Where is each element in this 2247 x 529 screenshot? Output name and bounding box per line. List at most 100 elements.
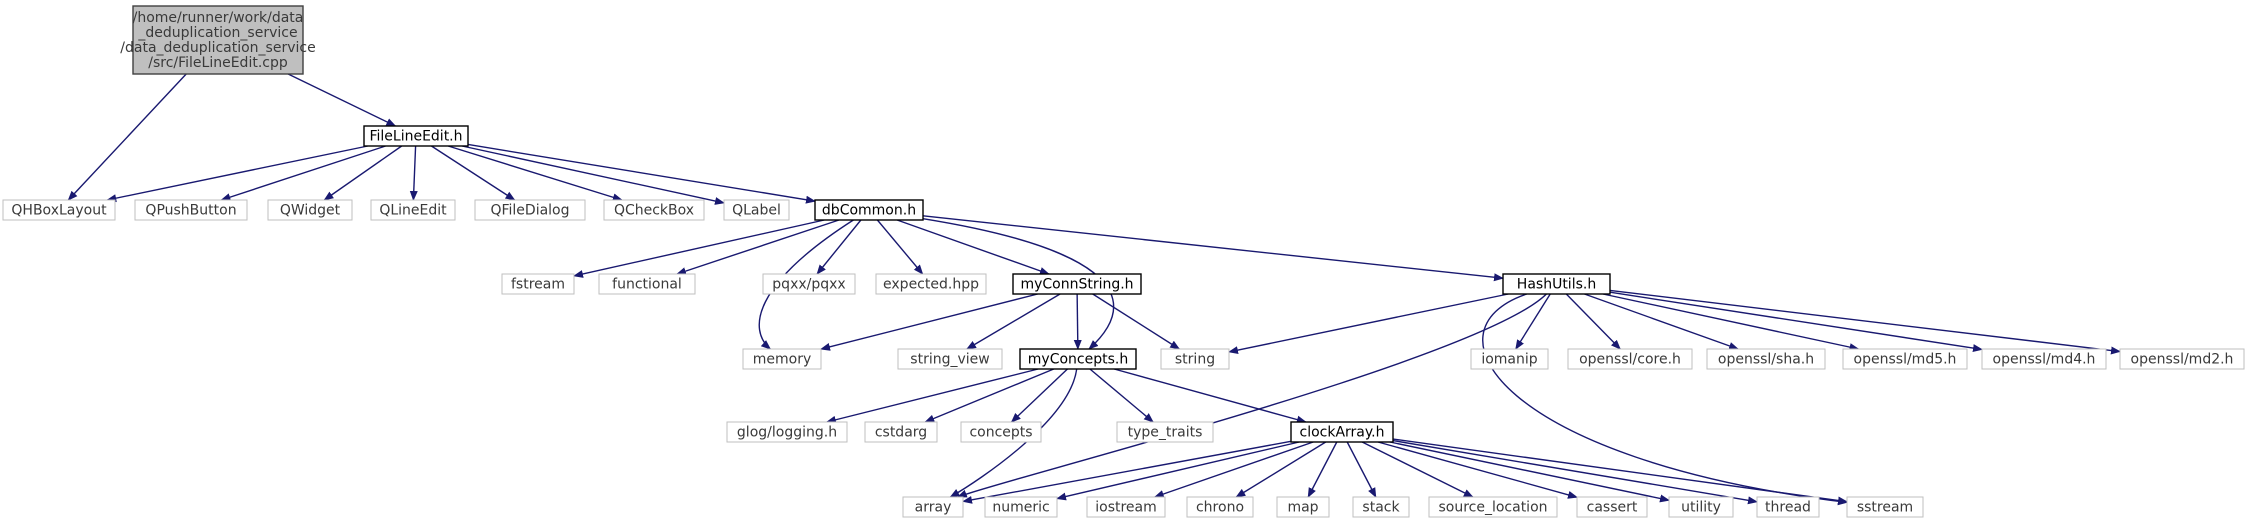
node-filelineedit-h[interactable]: FileLineEdit.h <box>363 125 469 147</box>
node-label: QHBoxLayout <box>11 203 107 219</box>
node-box <box>1706 348 1826 370</box>
node-stack: stack <box>1352 496 1410 518</box>
edge-filelineedit-h-to-qpushbutton <box>220 145 386 201</box>
node-box <box>1470 348 1549 370</box>
edge-myconcepts-h-to-glog <box>825 368 1039 424</box>
node-label: numeric <box>992 500 1049 516</box>
node-label: pqxx/pqxx <box>772 277 845 293</box>
node-box <box>726 421 848 443</box>
node-box <box>267 199 353 221</box>
node-label: cassert <box>1587 500 1638 516</box>
node-box <box>875 273 987 295</box>
edge-myconcepts-h-to-clockarray-h <box>1113 368 1307 424</box>
node-box <box>960 421 1042 443</box>
node-box <box>1160 348 1230 370</box>
edges-layer <box>67 73 2121 506</box>
node-label: type_traits <box>1128 425 1203 441</box>
node-box <box>864 421 938 443</box>
edge-root-to-filelineedit-h <box>287 73 397 127</box>
node-map: map <box>1276 496 1330 518</box>
edge-myconcepts-h-to-concepts <box>1010 368 1068 423</box>
node-label: source_location <box>1438 500 1547 516</box>
node-openssl-core-h: openssl/core.h <box>1567 348 1693 370</box>
node-box <box>1276 496 1330 518</box>
edge-myconnstring-h-to-string-view <box>966 293 1061 350</box>
node-numeric: numeric <box>984 496 1058 518</box>
edge-clockarray-h-to-thread <box>1392 439 1758 505</box>
node-qlineedit: QLineEdit <box>370 199 456 221</box>
node-label: iostream <box>1095 500 1157 516</box>
node-box <box>132 5 304 75</box>
edge-hashutils-h-to-openssl-md4 <box>1609 291 1983 353</box>
edge-filelineedit-h-to-dbcommon-h <box>467 143 816 204</box>
node-box <box>1981 348 2107 370</box>
node-memory: memory <box>742 348 822 370</box>
node-expected-hpp: expected.hpp <box>875 273 987 295</box>
node-box <box>902 496 964 518</box>
edge-clockarray-h-to-source-location <box>1361 441 1474 498</box>
edge-clockarray-h-to-utility <box>1389 441 1670 503</box>
node-label: stack <box>1362 500 1400 516</box>
edge-filelineedit-h-to-qfiledialog <box>431 145 516 201</box>
edge-hashutils-h-to-iomanip <box>1515 293 1551 350</box>
edge-dbcommon-h-to-myconnstring-h <box>896 219 1050 275</box>
node-box <box>1086 496 1166 518</box>
node-label: HashUtils.h <box>1517 277 1596 293</box>
node-home-runner-work-data-deduplication-service-data-deduplication-service-src-filelineedit-cpp[interactable]: /home/runner/work/data_deduplication_ser… <box>120 5 316 75</box>
node-box <box>1019 348 1137 370</box>
node-string-view: string_view <box>897 348 1003 370</box>
edge-hashutils-h-to-openssl-md5 <box>1602 293 1860 352</box>
node-label: string_view <box>910 352 989 368</box>
edge-hashutils-h-to-sstream <box>1482 293 1848 506</box>
node-label: openssl/md5.h <box>1854 352 1957 368</box>
node-openssl-md4-h: openssl/md4.h <box>1981 348 2107 370</box>
node-label: QCheckBox <box>614 203 694 219</box>
edge-clockarray-h-to-stack <box>1346 441 1377 498</box>
node-label: QLineEdit <box>379 203 447 219</box>
node-box <box>598 273 696 295</box>
node-box <box>1502 273 1611 295</box>
edge-hashutils-h-to-openssl-md2 <box>1609 289 2121 355</box>
node-functional: functional <box>598 273 696 295</box>
node-label: FileLineEdit.h <box>369 129 462 145</box>
edge-myconcepts-h-to-array <box>949 368 1078 498</box>
edge-clockarray-h-to-iostream <box>1153 441 1314 498</box>
node-dbcommon-h[interactable]: dbCommon.h <box>814 199 924 221</box>
node-label: openssl/md2.h <box>2131 352 2234 368</box>
node-label: /home/runner/work/data <box>133 10 304 26</box>
edge-clockarray-h-to-numeric <box>1056 441 1300 501</box>
node-label: cstdarg <box>875 425 927 441</box>
node-box <box>1290 421 1394 443</box>
node-box <box>1012 273 1142 295</box>
node-label: openssl/core.h <box>1579 352 1681 368</box>
node-box <box>2 199 116 221</box>
edge-clockarray-h-to-array <box>962 440 1292 504</box>
node-label: myConcepts.h <box>1028 352 1128 368</box>
node-pqxx-pqxx: pqxx/pqxx <box>762 273 856 295</box>
node-label: QPushButton <box>145 203 236 219</box>
node-myconnstring-h[interactable]: myConnString.h <box>1012 273 1142 295</box>
node-box <box>723 199 790 221</box>
node-qfiledialog: QFileDialog <box>474 199 586 221</box>
node-label: concepts <box>969 425 1032 441</box>
node-myconcepts-h[interactable]: myConcepts.h <box>1019 348 1137 370</box>
edge-myconnstring-h-to-myconcepts-h <box>1073 293 1082 350</box>
node-concepts: concepts <box>960 421 1042 443</box>
node-clockarray-h[interactable]: clockArray.h <box>1290 421 1394 443</box>
node-fstream: fstream <box>501 273 575 295</box>
node-label: openssl/sha.h <box>1718 352 1814 368</box>
edge-dbcommon-h-to-expected <box>876 219 924 275</box>
node-cassert: cassert <box>1576 496 1648 518</box>
nodes-layer: /home/runner/work/data_deduplication_ser… <box>2 5 2245 518</box>
node-label: map <box>1287 500 1318 516</box>
node-label: functional <box>612 277 682 293</box>
node-label: utility <box>1681 500 1721 516</box>
node-label: _deduplication_service <box>137 25 297 41</box>
edge-dbcommon-h-to-memory <box>758 219 854 350</box>
node-box <box>363 125 469 147</box>
node-sstream: sstream <box>1846 496 1924 518</box>
node-hashutils-h[interactable]: HashUtils.h <box>1502 273 1611 295</box>
node-label: sstream <box>1857 500 1913 516</box>
node-label: /src/FileLineEdit.cpp <box>148 55 288 71</box>
node-box <box>2119 348 2245 370</box>
